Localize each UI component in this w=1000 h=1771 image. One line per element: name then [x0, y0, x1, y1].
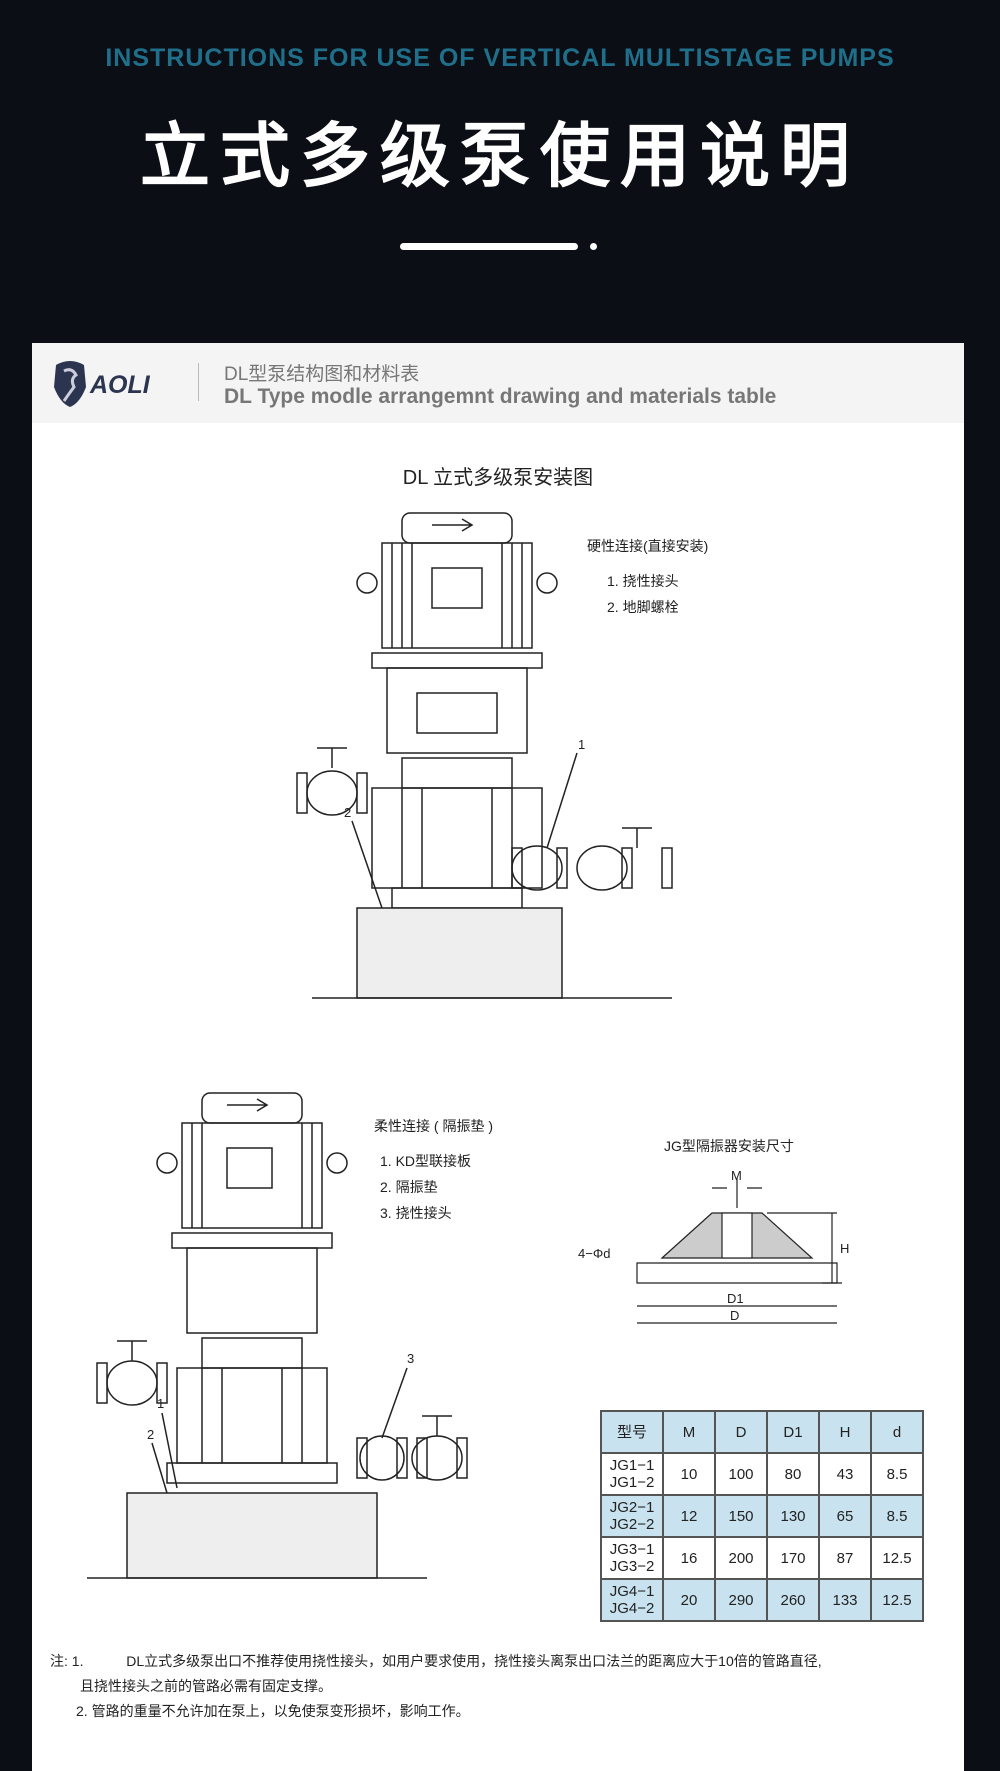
table-cell: 8.5	[870, 1452, 924, 1496]
table-cell: 10	[662, 1452, 716, 1496]
table-cell: 260	[766, 1578, 820, 1622]
table-cell: 43	[818, 1452, 872, 1496]
flexible-item-2: 2. 隔振垫	[380, 1179, 438, 1195]
table-cell: 12.5	[870, 1578, 924, 1622]
table-cell: JG4−1 JG4−2	[600, 1578, 664, 1622]
table-cell: JG3−1 JG3−2	[600, 1536, 664, 1580]
isolator-title: JG型隔振器安装尺寸	[664, 1138, 794, 1154]
drawing-title: DL 立式多级泵安装图	[402, 467, 594, 489]
content-card: AOLI DL型泵结构图和材料表 DL Type modle arrangemn…	[32, 343, 964, 1771]
flexible-title: 柔性连接 ( 隔振垫 )	[374, 1118, 493, 1134]
rigid-item-1: 1. 挠性接头	[607, 573, 679, 589]
column-header: H	[818, 1410, 872, 1454]
table-cell: 290	[714, 1578, 768, 1622]
heading-en: DL Type modle arrangemnt drawing and mat…	[224, 385, 777, 408]
table-cell: 80	[766, 1452, 820, 1496]
callout-1: 1	[157, 1396, 164, 1411]
table-cell: 16	[662, 1536, 716, 1580]
card-header: AOLI DL型泵结构图和材料表 DL Type modle arrangemn…	[32, 343, 964, 423]
table-cell: 65	[818, 1494, 872, 1538]
table-cell: 200	[714, 1536, 768, 1580]
notes: 注: 1. DL立式多级泵出口不推荐使用挠性接头，如用户要求使用，挠性接头离泵出…	[50, 1649, 822, 1724]
table-cell: 133	[818, 1578, 872, 1622]
dim-D1: D1	[727, 1291, 744, 1306]
flexible-item-1: 1. KD型联接板	[380, 1153, 472, 1169]
callout-2: 2	[344, 805, 351, 820]
svg-text:AOLI: AOLI	[89, 371, 151, 399]
english-title: INSTRUCTIONS FOR USE OF VERTICAL MULTIST…	[105, 44, 895, 72]
flexible-item-3: 3. 挠性接头	[380, 1205, 452, 1221]
callout-1: 1	[578, 737, 585, 752]
rigid-title: 硬性连接(直接安装)	[587, 538, 709, 554]
column-header: D	[714, 1410, 768, 1454]
table-cell: 20	[662, 1578, 716, 1622]
table-cell: 150	[714, 1494, 768, 1538]
aoli-logo: AOLI	[54, 361, 151, 407]
dim-hole: 4−Φd	[578, 1246, 610, 1261]
isolator-drawing: M H 4−Φd D1 D	[578, 1168, 849, 1324]
callout-2: 2	[147, 1427, 154, 1442]
table-cell: 100	[714, 1452, 768, 1496]
dim-D: D	[730, 1308, 739, 1323]
heading-cn: DL型泵结构图和材料表	[224, 364, 420, 385]
column-header: d	[870, 1410, 924, 1454]
dim-H: H	[840, 1241, 849, 1256]
chinese-title: 立式多级泵使用说明	[140, 115, 860, 197]
header-separator	[198, 363, 199, 401]
column-header: 型号	[600, 1410, 664, 1454]
table-cell: JG1−1 JG1−2	[600, 1452, 664, 1496]
note-1: DL立式多级泵出口不推荐使用挠性接头，如用户要求使用，挠性接头离泵出口法兰的距离…	[126, 1653, 822, 1669]
rigid-item-2: 2. 地脚螺栓	[607, 599, 679, 615]
notes-prefix: 注: 1.	[50, 1653, 84, 1669]
table-cell: 87	[818, 1536, 872, 1580]
note-2: 2. 管路的重量不允许加在泵上，以免使泵变形损坏，影响工作。	[76, 1703, 470, 1719]
divider-dot	[590, 243, 597, 250]
table-cell: 12.5	[870, 1536, 924, 1580]
column-header: M	[662, 1410, 716, 1454]
table-cell: 130	[766, 1494, 820, 1538]
table-cell: 170	[766, 1536, 820, 1580]
callout-3: 3	[407, 1351, 414, 1366]
note-1-cont: 且挠性接头之前的管路必需有固定支撑。	[80, 1678, 332, 1694]
column-header: D1	[766, 1410, 820, 1454]
rigid-installation-drawing: 1 2	[296, 512, 673, 999]
table-cell: 12	[662, 1494, 716, 1538]
table-cell: JG2−1 JG2−2	[600, 1494, 664, 1538]
divider-bar	[400, 243, 578, 250]
flexible-installation-drawing: 3 1 2	[87, 1092, 468, 1579]
dim-M: M	[731, 1168, 742, 1183]
table-cell: 8.5	[870, 1494, 924, 1538]
